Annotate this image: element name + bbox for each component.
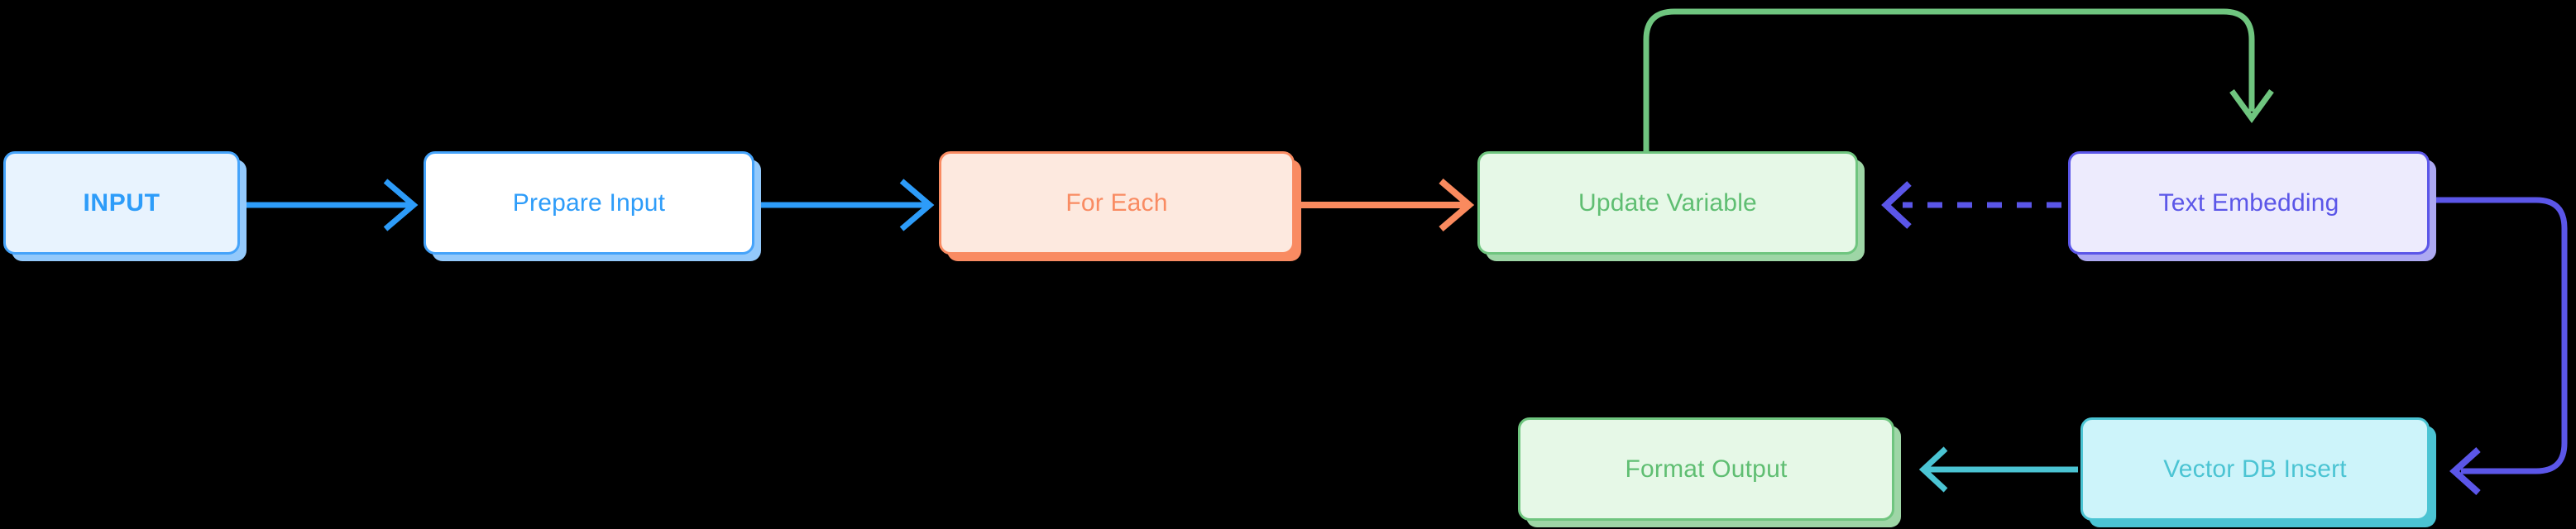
node-format-output[interactable]: Format Output — [1518, 417, 1894, 521]
edge-vector-db-insert-to-format-output — [1918, 446, 2078, 493]
edge-prepare-input-to-for-each — [756, 179, 935, 231]
edge-update-variable-loop-to-text-embedding — [1643, 8, 2274, 151]
edge-text-embedding-to-vector-db-insert — [2431, 197, 2568, 495]
node-text-embedding[interactable]: Text Embedding — [2068, 151, 2430, 255]
node-input-label: INPUT — [83, 188, 160, 217]
node-prepare-input[interactable]: Prepare Input — [424, 151, 754, 255]
edge-input-to-prepare-input — [242, 179, 419, 231]
node-input[interactable]: INPUT — [3, 151, 240, 255]
edge-for-each-to-update-variable — [1296, 178, 1475, 232]
node-prepare-input-label: Prepare Input — [512, 188, 666, 217]
node-update-variable[interactable]: Update Variable — [1477, 151, 1858, 255]
node-vector-db-insert-label: Vector DB Insert — [2163, 455, 2347, 483]
node-for-each-label: For Each — [1065, 188, 1168, 217]
node-text-embedding-label: Text Embedding — [2158, 188, 2339, 217]
node-update-variable-label: Update Variable — [1578, 188, 1757, 217]
node-for-each[interactable]: For Each — [939, 151, 1295, 255]
node-vector-db-insert[interactable]: Vector DB Insert — [2080, 417, 2430, 521]
edge-text-embedding-to-update-variable — [1881, 181, 2061, 229]
node-format-output-label: Format Output — [1625, 455, 1788, 483]
